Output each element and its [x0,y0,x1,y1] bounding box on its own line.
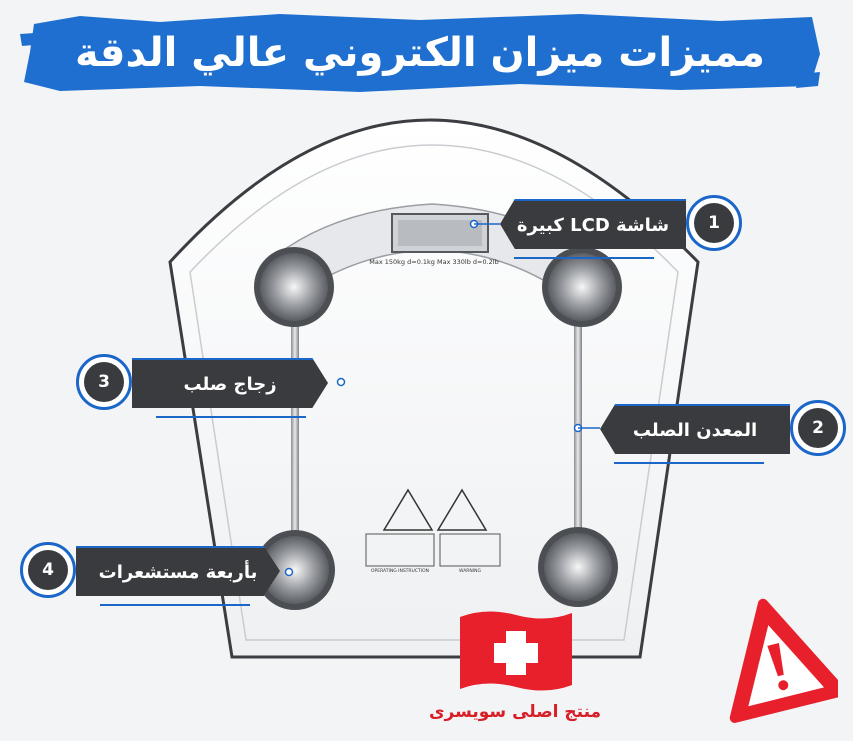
pointer-dot [336,377,346,387]
feature-label: المعدن الصلب [600,404,790,454]
feature-callout-2: المعدن الصلب 2 [600,400,848,464]
feature-label: زجاج صلب [132,358,328,408]
feature-number-badge: 2 [790,400,846,456]
feature-callout-3: 3 زجاج صلب [76,354,338,418]
scale-warning-sticker: OPERATING INSTRUCTION WARNING [365,488,501,574]
instruction-label: OPERATING INSTRUCTION [371,568,429,574]
header-banner: مميزات ميزان الكتروني عالي الدقة [20,14,820,92]
feature-callout-1: شاشة LCD كبيرة 1 [500,195,742,259]
feature-number-badge: 4 [20,542,76,598]
feature-label: بأربعة مستشعرات [76,546,280,596]
sensor-knob [254,247,334,327]
feature-number-badge: 3 [76,354,132,410]
sensor-knob [542,247,622,327]
feature-number: 3 [84,362,124,402]
feature-number-badge: 1 [686,195,742,251]
origin-caption: منتج اصلى سويسرى [428,702,602,722]
spec-text: Max 150kg d=0.1kg Max 330lb d=0.2lb [369,258,498,266]
right-rod [574,320,582,546]
pointer-dot [284,567,294,577]
feature-number: 4 [28,550,68,590]
swiss-flag-icon [460,611,572,691]
sensor-knob [255,530,335,610]
warning-triangle-icon [729,598,838,723]
feature-callout-4: 4 بأربعة مستشعرات [20,542,286,606]
warning-label: WARNING [459,568,481,574]
left-rod [291,320,299,546]
page-title: مميزات ميزان الكتروني عالي الدقة [75,30,765,76]
feature-number: 1 [694,203,734,243]
sensor-knob [538,527,618,607]
feature-number: 2 [798,408,838,448]
feature-label: شاشة LCD كبيرة [500,199,686,249]
